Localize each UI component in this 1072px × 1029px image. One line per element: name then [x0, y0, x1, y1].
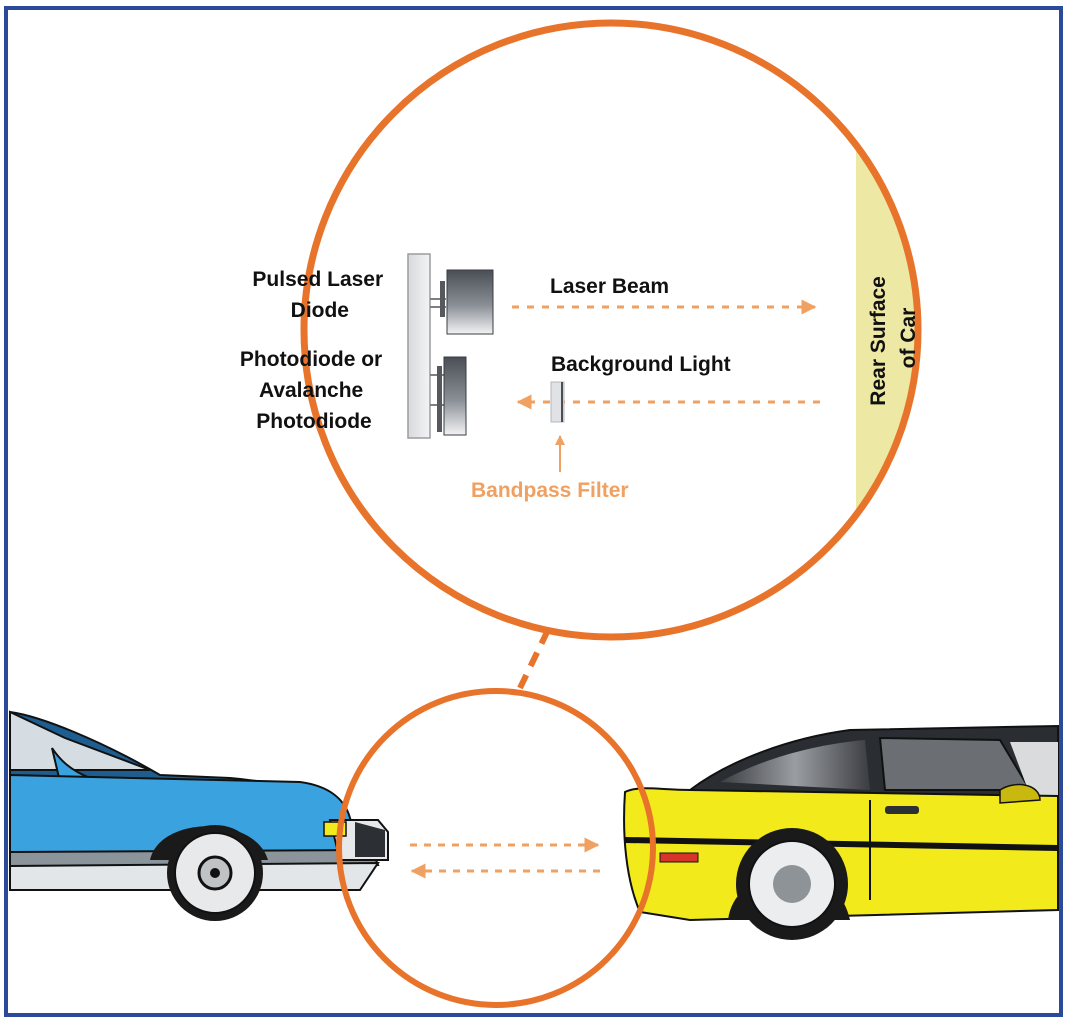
- label-photodiode-line2: Avalanche: [259, 379, 363, 402]
- label-background-light: Background Light: [551, 353, 731, 376]
- label-laser-beam: Laser Beam: [550, 275, 669, 298]
- label-rear-surface-line1: Rear Surface: [867, 276, 890, 406]
- zoom-circle-large: [300, 19, 922, 641]
- zoom-circle-small: [336, 688, 656, 1008]
- yellow-car-icon: [623, 724, 1059, 940]
- bandpass-filter-icon: [550, 381, 565, 423]
- label-pulsed-laser-diode-line2: Diode: [291, 299, 349, 322]
- blue-car-icon: [9, 710, 389, 921]
- small-circle-beams: [410, 837, 600, 879]
- photodiode-icon: [430, 356, 467, 436]
- label-photodiode-line1: Photodiode or: [240, 348, 382, 371]
- sensor-mount-panel: [407, 253, 431, 439]
- label-photodiode: Photodiode or Avalanche Photodiode: [240, 348, 388, 433]
- zoom-connector: [517, 628, 551, 690]
- label-pulsed-laser-diode-line1: Pulsed Laser: [252, 268, 383, 291]
- label-rear-surface: Rear Surface of Car: [867, 270, 920, 405]
- diagram-frame: [4, 6, 1063, 1017]
- label-pulsed-laser-diode: Pulsed Laser Diode: [252, 268, 389, 322]
- label-rear-surface-line2: of Car: [897, 308, 920, 369]
- label-photodiode-line3: Photodiode: [256, 410, 371, 433]
- label-bandpass-filter: Bandpass Filter: [471, 479, 629, 502]
- pulsed-laser-diode-icon: [430, 269, 494, 335]
